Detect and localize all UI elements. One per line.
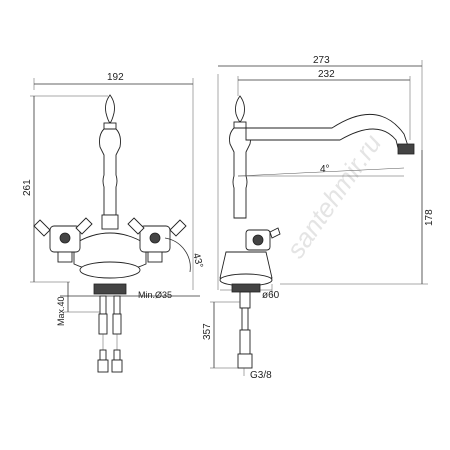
mounting-plate: [93, 283, 127, 295]
side-mixer-body: [219, 251, 273, 279]
spout-finial: [105, 94, 115, 124]
right-handle-cap-icon: [149, 232, 161, 244]
side-base-label: ø60: [262, 290, 280, 301]
watermark-text: santehmir.ru: [280, 129, 387, 264]
column-body-upper: [99, 128, 121, 216]
front-height-label: 261: [22, 179, 33, 196]
side-total-width-label: 273: [313, 55, 330, 66]
side-column-body: [229, 127, 251, 219]
side-handle: [245, 227, 281, 251]
left-handle-cap-icon: [59, 232, 71, 244]
side-hose-length-label: 357: [202, 323, 213, 340]
column-ring: [101, 214, 119, 230]
front-view: 192 261: [22, 72, 205, 373]
front-angle-label: 43°: [190, 252, 205, 269]
angle-arc: [164, 237, 191, 273]
front-max-label: Max.40: [56, 296, 66, 326]
side-spout: [245, 114, 409, 149]
side-view: 273 232 4° 178 ø60: [202, 55, 435, 381]
column-collar-top: [103, 122, 117, 130]
front-min-label: Min.Ø35: [138, 290, 172, 300]
supply-hoses: [97, 313, 123, 373]
side-tilt-label: 4°: [320, 164, 330, 175]
front-width-label: 192: [107, 72, 124, 83]
right-handle: [127, 217, 187, 263]
side-thread-label: G3/8: [250, 370, 272, 381]
left-handle: [33, 217, 93, 263]
side-finial: [235, 95, 245, 123]
spout-aerator-icon: [397, 143, 415, 155]
mixer-base: [79, 261, 141, 279]
side-spout-height-label: 178: [424, 209, 435, 226]
side-handle-cap-icon: [252, 234, 264, 246]
side-spout-reach-label: 232: [318, 69, 335, 80]
